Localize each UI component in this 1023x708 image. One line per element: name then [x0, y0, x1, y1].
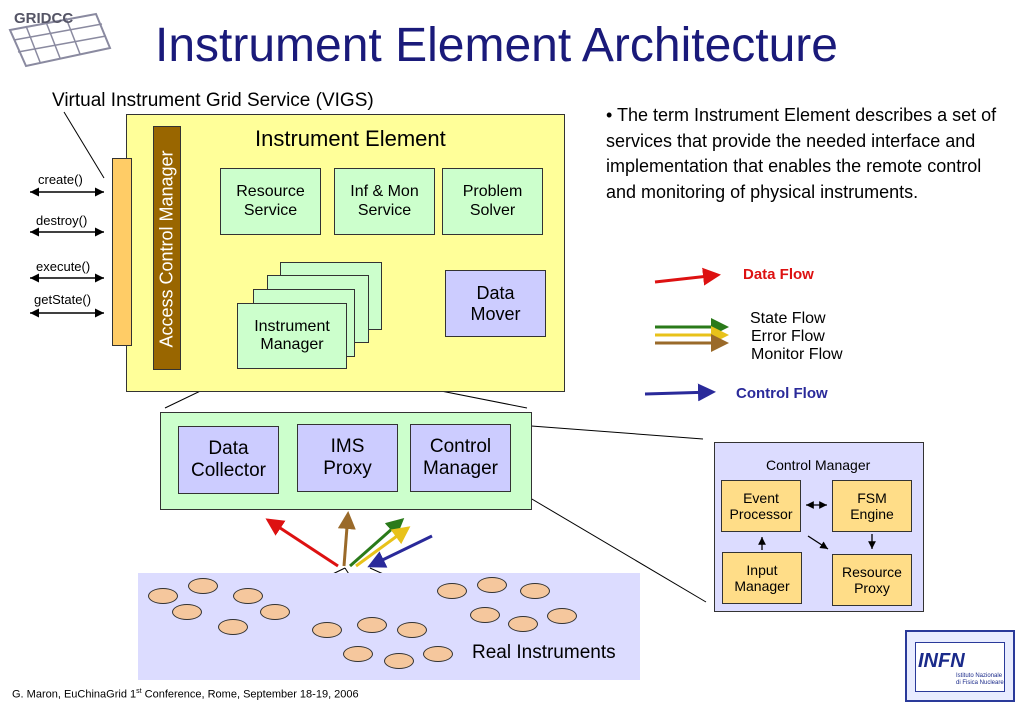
instrument-ellipse [508, 616, 538, 632]
legend-data-flow: Data Flow [743, 266, 814, 283]
instrument-ellipse [260, 604, 290, 620]
instrument-ellipse [218, 619, 248, 635]
logo-text: GRIDCC [14, 10, 74, 27]
inf-mon-service-box: Inf & Mon Service [334, 168, 435, 235]
infn-logo-subtext: Istituto Nazionale di Fisica Nucleare [956, 673, 1004, 686]
control-manager-detail-title: Control Manager [766, 457, 871, 473]
event-processor-box: Event Processor [721, 480, 801, 532]
cm-zoom-line-top [517, 424, 704, 440]
vigs-label: Virtual Instrument Grid Service (VIGS) [52, 90, 374, 111]
data-flow-arrow [265, 518, 339, 568]
instrument-ellipse [547, 608, 577, 624]
input-manager-box: Input Manager [722, 552, 802, 604]
vigs-pointer-line [63, 111, 105, 179]
instrument-ellipse [477, 577, 507, 593]
data-collector-box: Data Collector [178, 426, 279, 494]
gridcc-logo [6, 8, 114, 70]
legend-error-flow: Error Flow [751, 328, 825, 345]
control-flow-arrow [367, 534, 433, 568]
error-flow-arrow [355, 526, 411, 568]
instrument-ellipse [397, 622, 427, 638]
legend-control-arrow [644, 383, 716, 402]
footer-citation: G. Maron, EuChinaGrid 1st Conference, Ro… [12, 688, 359, 701]
monitor-flow-arrow [337, 511, 356, 567]
infn-logo-inner [915, 642, 1005, 692]
access-control-manager-bar [153, 126, 181, 370]
instrument-ellipse [343, 646, 373, 662]
cm-zoom-line-bottom [519, 491, 707, 603]
description-text: • The term Instrument Element describes … [606, 105, 997, 202]
control-manager-box: Control Manager [410, 424, 511, 492]
footer-rest: Conference, Rome, September 18-19, 2006 [141, 688, 359, 701]
op-destroy: destroy() [36, 213, 88, 228]
real-instruments-label: Real Instruments [472, 642, 616, 663]
instrument-ellipse [357, 617, 387, 633]
infn-logo-text: INFN [918, 650, 965, 672]
data-mover-box: Data Mover [445, 270, 546, 337]
legend-data-arrow [654, 267, 721, 286]
instrument-ellipse [148, 588, 178, 604]
instrument-ellipse [423, 646, 453, 662]
footer-sup: st [136, 688, 142, 695]
ims-proxy-box: IMS Proxy [297, 424, 398, 492]
instrument-manager-box: Instrument Manager [237, 303, 347, 369]
page-title: Instrument Element Architecture [155, 19, 838, 72]
gridcc-logo-graphic [8, 12, 112, 68]
legend-control-flow: Control Flow [736, 385, 828, 402]
op-execute: execute() [36, 259, 91, 274]
instrument-ellipse [188, 578, 218, 594]
legend-state-flow: State Flow [750, 310, 826, 327]
resource-proxy-box: Resource Proxy [832, 554, 912, 606]
legend-monitor-flow: Monitor Flow [751, 346, 843, 363]
event-resource-arrow [807, 535, 829, 550]
vigs-interface-bar [112, 158, 132, 346]
problem-solver-box: Problem Solver [442, 168, 543, 235]
instrument-ellipse [437, 583, 467, 599]
op-getstate: getState() [34, 292, 92, 307]
instrument-element-title: Instrument Element [255, 126, 446, 151]
op-create: create() [38, 172, 83, 187]
resource-service-box: Resource Service [220, 168, 321, 235]
fsm-engine-box: FSM Engine [832, 480, 912, 532]
instrument-ellipse [312, 622, 342, 638]
footer-main: G. Maron, EuChinaGrid 1 [12, 688, 137, 701]
instrument-ellipse [384, 653, 414, 669]
instrument-ellipse [470, 607, 500, 623]
instrument-ellipse [233, 588, 263, 604]
instrument-ellipse [520, 583, 550, 599]
instrument-ellipse [172, 604, 202, 620]
